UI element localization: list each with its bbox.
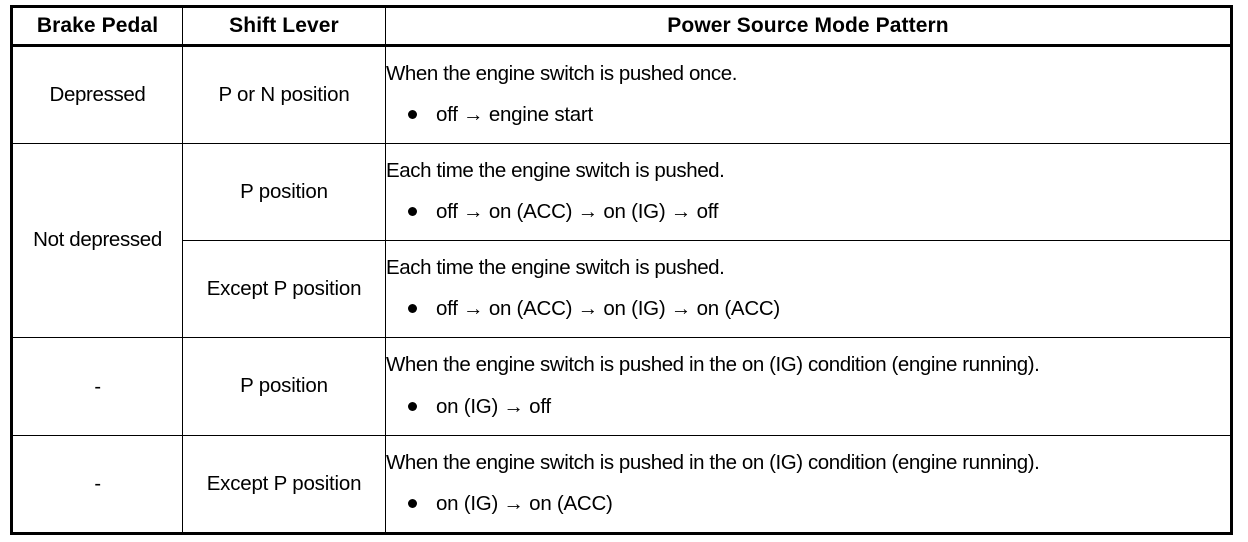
pattern-bullet-text: on (IG) → off (436, 394, 551, 418)
table-row: - Except P position When the engine swit… (11, 435, 1232, 534)
cell-power-source-mode-pattern: Each time the engine switch is pushed. o… (385, 240, 1232, 338)
column-header-brake-pedal: Brake Pedal (11, 6, 183, 47)
column-header-power-source-mode-pattern: Power Source Mode Pattern (385, 6, 1232, 47)
shift-lever-value: Except P position (206, 276, 362, 300)
power-source-mode-table-container: Brake Pedal Shift Lever Power Source Mod… (10, 5, 1233, 537)
cell-power-source-mode-pattern: When the engine switch is pushed in the … (385, 435, 1232, 534)
pattern-bullet-text: off → on (ACC) → on (IG) → off (436, 200, 719, 223)
brake-pedal-value: - (94, 473, 101, 495)
filled-circle-bullet-icon (408, 304, 417, 313)
pattern-bullet-line: on (IG) → off (386, 376, 1230, 428)
brake-pedal-value: - (94, 375, 101, 398)
cell-brake-pedal: - (11, 337, 183, 436)
cell-shift-lever: Except P position (182, 240, 386, 338)
table-row: Not depressed P position Each time the e… (11, 143, 1232, 338)
pattern-bullet-text: off → on (ACC) → on (IG) → on (ACC) (436, 297, 781, 320)
table-row: Depressed P or N position When the engin… (11, 45, 1232, 144)
filled-circle-bullet-icon (408, 401, 417, 411)
filled-circle-bullet-icon (408, 499, 417, 508)
shift-lever-value: P position (240, 179, 328, 203)
shift-lever-value: Except P position (206, 471, 362, 495)
cell-shift-lever: P or N position (182, 45, 386, 144)
table-header-row: Brake Pedal Shift Lever Power Source Mod… (11, 6, 1232, 47)
pattern-description: When the engine switch is pushed in the … (386, 353, 1040, 376)
filled-circle-bullet-icon (408, 110, 417, 119)
cell-brake-pedal: Not depressed (11, 143, 183, 338)
shift-lever-value: P position (240, 374, 328, 398)
cell-power-source-mode-pattern: When the engine switch is pushed in the … (385, 337, 1232, 436)
cell-power-source-mode-pattern: Each time the engine switch is pushed. o… (385, 143, 1232, 241)
pattern-bullet-line: off → on (ACC) → on (IG) → on (ACC) (386, 278, 1230, 330)
brake-pedal-value: Depressed (49, 82, 146, 106)
shift-lever-value: P or N position (218, 82, 350, 106)
pattern-bullet-line: on (IG) → on (ACC) (386, 473, 1230, 525)
pattern-description: Each time the engine switch is pushed. (386, 255, 725, 279)
cell-shift-lever: P position (182, 143, 386, 241)
pattern-description: When the engine switch is pushed once. (386, 61, 737, 85)
filled-circle-bullet-icon (408, 207, 417, 216)
pattern-bullet-line: off → on (ACC) → on (IG) → off (386, 181, 1230, 233)
brake-pedal-value: Not depressed (33, 228, 162, 252)
table-row: Except P position Each time the engine s… (12, 240, 1232, 338)
cell-brake-pedal: Depressed (11, 45, 183, 144)
cell-shift-lever: P position (182, 337, 386, 436)
pattern-description: Each time the engine switch is pushed. (386, 158, 725, 182)
cell-brake-pedal: - (11, 435, 183, 534)
cell-shift-lever: Except P position (182, 435, 386, 534)
pattern-bullet-text: on (IG) → on (ACC) (436, 492, 613, 515)
column-header-shift-lever: Shift Lever (182, 6, 386, 47)
pattern-bullet-text: off → engine start (436, 103, 593, 126)
power-source-mode-table: Brake Pedal Shift Lever Power Source Mod… (10, 5, 1233, 535)
cell-power-source-mode-pattern: When the engine switch is pushed once. o… (385, 45, 1232, 144)
pattern-bullet-line: off → engine start (386, 84, 1230, 136)
pattern-description: When the engine switch is pushed in the … (386, 450, 1040, 474)
table-row: - P position When the engine switch is p… (11, 337, 1232, 436)
